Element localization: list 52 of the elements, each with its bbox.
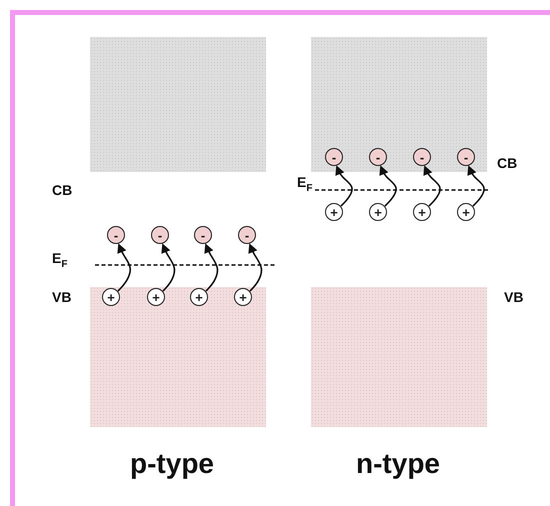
arrow — [467, 165, 485, 207]
charge-sign: + — [107, 290, 115, 304]
charge-sign: + — [462, 206, 470, 218]
arrow — [117, 243, 132, 292]
electron-circle — [413, 148, 431, 166]
arrow — [248, 243, 262, 292]
charge-sign: + — [374, 206, 382, 218]
hole-circle — [457, 203, 475, 221]
arrow — [161, 243, 176, 292]
band-label: VB — [52, 289, 72, 305]
charge-sign: - — [420, 150, 424, 164]
fermi-level-label: E$_{F}$ — [297, 174, 312, 194]
electron-circle — [238, 226, 256, 244]
charge-sign: + — [330, 206, 338, 218]
hole-circle — [190, 288, 208, 306]
arrow — [204, 243, 218, 292]
arrow — [423, 165, 441, 207]
panel-title: p-type — [130, 448, 214, 480]
hole-circle — [325, 203, 343, 221]
electron-circle — [457, 148, 475, 166]
charge-sign: - — [200, 228, 206, 242]
electron-circle — [194, 226, 212, 244]
charge-sign: - — [114, 228, 118, 242]
arrow — [379, 165, 397, 207]
electron-circle — [325, 148, 343, 166]
valence-band — [90, 287, 266, 427]
band-label: VB — [504, 289, 524, 305]
hole-circle — [102, 288, 120, 306]
charge-sign: - — [158, 228, 162, 242]
electron-circle — [369, 148, 387, 166]
hole-circle — [369, 203, 387, 221]
hole-circle — [234, 288, 252, 306]
charge-sign: + — [239, 290, 247, 304]
hole-circle — [413, 203, 431, 221]
charge-sign: + — [152, 290, 160, 304]
charge-sign: + — [418, 206, 426, 218]
band-label: CB — [497, 155, 518, 171]
electron-circle — [107, 226, 125, 244]
conduction-band — [90, 37, 266, 172]
charge-sign: - — [376, 150, 380, 164]
band-label: CB — [52, 182, 72, 198]
hole-circle — [147, 288, 165, 306]
panel-title: n-type — [356, 448, 440, 480]
charge-sign: - — [332, 150, 336, 164]
valence-band — [311, 287, 487, 427]
fermi-level-label: E$_{F}$ — [52, 250, 68, 270]
electron-circle — [151, 226, 169, 244]
charge-sign: - — [464, 150, 468, 164]
arrow — [335, 165, 353, 207]
charge-sign: - — [244, 228, 250, 242]
charge-sign: + — [195, 290, 203, 304]
conduction-band — [311, 37, 487, 172]
